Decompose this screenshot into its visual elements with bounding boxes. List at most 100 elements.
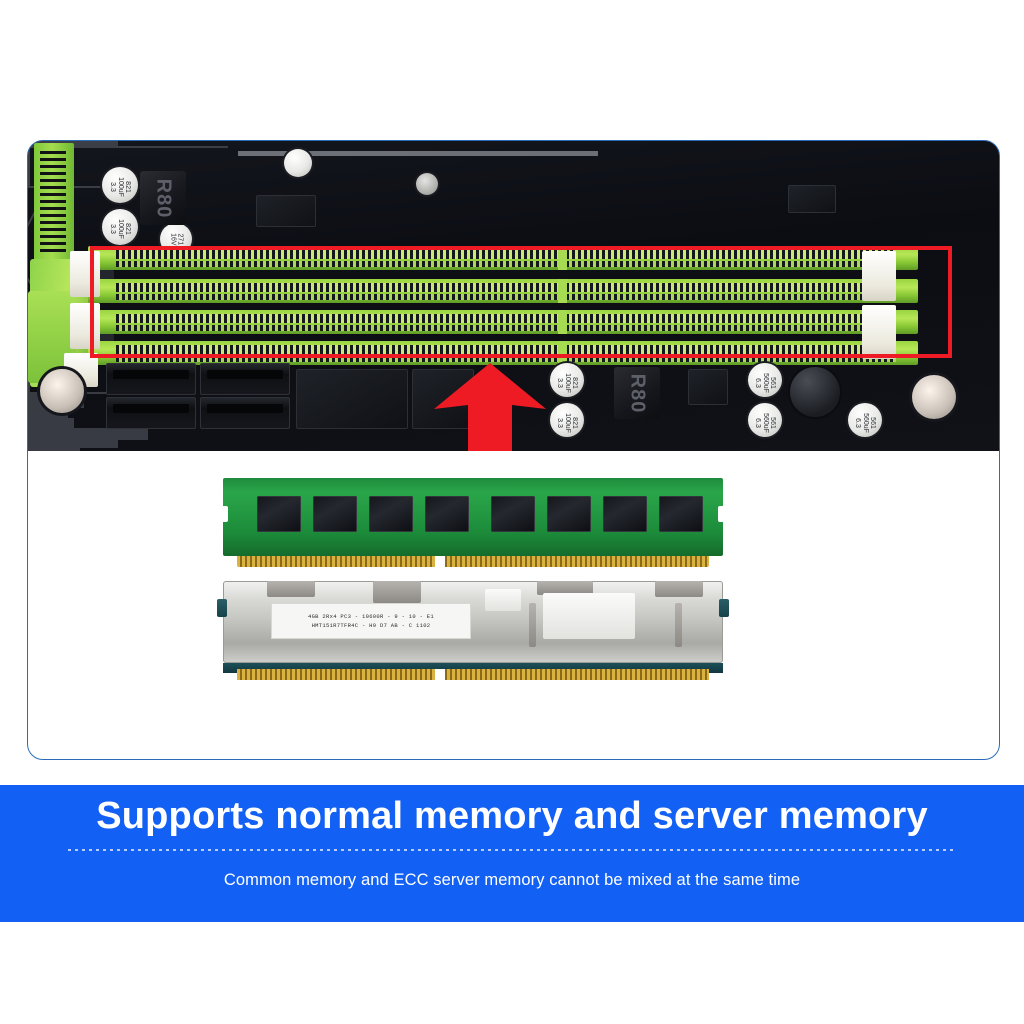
- dimm-retention-clip[interactable]: [862, 305, 896, 359]
- memory-chip: [257, 496, 301, 532]
- heatspreader-cut: [373, 581, 421, 603]
- memory-side-tab: [217, 599, 227, 617]
- ic-chip: [256, 195, 316, 227]
- sata-port-mouth: [113, 370, 189, 379]
- connector-pin: [40, 207, 66, 210]
- memory-gold-contacts: [237, 556, 709, 567]
- memory-chip: [425, 496, 469, 532]
- cmos-battery-holder: [40, 369, 84, 413]
- slot-key-notch: [558, 279, 567, 303]
- dimm-retention-clip[interactable]: [862, 251, 896, 301]
- connector-pin: [40, 200, 66, 203]
- dimm-retention-clip[interactable]: [70, 251, 100, 297]
- connector-pin: [40, 165, 66, 168]
- heatspreader-highlight: [485, 589, 521, 611]
- slot-contact-row: [116, 356, 896, 362]
- connector-pin: [40, 186, 66, 189]
- memory-chip: [369, 496, 413, 532]
- slot-separator: [88, 334, 918, 343]
- memory-side-tab: [219, 506, 228, 522]
- inductor-label: R80: [626, 373, 649, 413]
- slot-latch: [92, 270, 114, 279]
- connector-pin: [40, 228, 66, 231]
- fan-header[interactable]: [912, 375, 956, 419]
- connector-pin: [40, 221, 66, 224]
- memory-chip: [603, 496, 647, 532]
- connector-pin: [40, 193, 66, 196]
- capacitor: [790, 367, 840, 417]
- memory-label: 4GB 2Rx4 PC3 - 10600R - 9 - 10 - E1 HMT1…: [271, 603, 471, 639]
- sata-port[interactable]: [106, 363, 196, 395]
- inductor-label: R80: [152, 178, 175, 218]
- silkscreen-outline: [28, 148, 30, 186]
- front-panel-header[interactable]: [296, 369, 408, 429]
- connector-pin: [40, 151, 66, 154]
- sata-port-mouth: [207, 370, 283, 379]
- capacitor: [284, 149, 312, 177]
- connector-pin: [40, 158, 66, 161]
- sata-port-mouth: [207, 404, 283, 413]
- slot-contact-row: [116, 283, 896, 292]
- slot-contact-row: [116, 314, 896, 323]
- silkscreen-text-block: [28, 408, 68, 418]
- memory-chip: [547, 496, 591, 532]
- dimm-slot-bank: [88, 246, 918, 365]
- memory-side-tab: [718, 506, 727, 522]
- slot-contact-row: [116, 345, 896, 354]
- connector-pin: [40, 242, 66, 245]
- connector-pin: [40, 214, 66, 217]
- heatspreader-slot: [529, 603, 536, 647]
- sata-port[interactable]: [200, 397, 290, 429]
- memory-gold-contacts: [237, 669, 709, 680]
- slot-separator: [88, 270, 918, 279]
- silkscreen-outline: [28, 186, 168, 188]
- banner-headline: Supports normal memory and server memory: [96, 795, 928, 837]
- up-arrow-icon: [434, 363, 546, 451]
- silkscreen-text-block: [28, 440, 118, 448]
- banner-divider: [68, 848, 956, 851]
- dimm-slot[interactable]: [88, 279, 918, 303]
- memory-chip: [491, 496, 535, 532]
- slot-contact-row: [116, 325, 896, 331]
- silkscreen-text-block: [28, 448, 80, 451]
- dimm-slot[interactable]: [88, 246, 918, 270]
- silkscreen-outline: [28, 146, 228, 148]
- heatspreader-cut: [537, 581, 593, 595]
- heatspreader-cut: [655, 581, 703, 597]
- slot-contact-row: [116, 250, 896, 259]
- sata-port[interactable]: [200, 363, 290, 395]
- slot-key-notch: [558, 246, 567, 270]
- memory-pcb-edge: [223, 663, 723, 673]
- memory-label-line2: HMT151R7TFR4C - H9 D7 AB - C 1102: [311, 622, 431, 629]
- dimm-slot[interactable]: [88, 341, 918, 365]
- slot-contact-row: [116, 294, 896, 300]
- heatspreader-slot: [675, 603, 682, 647]
- dimm-retention-clip[interactable]: [70, 303, 100, 349]
- sata-port[interactable]: [106, 397, 196, 429]
- dimm-slot[interactable]: [88, 310, 918, 334]
- heatspreader-cut: [267, 581, 315, 597]
- ic-chip: [788, 185, 836, 213]
- slot-key-notch: [558, 310, 567, 334]
- connector-pin: [40, 235, 66, 238]
- inductor: R80: [614, 367, 660, 419]
- normal-memory-module: [219, 478, 727, 571]
- banner-subline: Common memory and ECC server memory cann…: [223, 870, 801, 889]
- slot-contact-row: [116, 261, 896, 267]
- highlight-rectangle: [90, 246, 952, 358]
- promo-banner: Supports normal memory and server memory…: [0, 785, 1024, 922]
